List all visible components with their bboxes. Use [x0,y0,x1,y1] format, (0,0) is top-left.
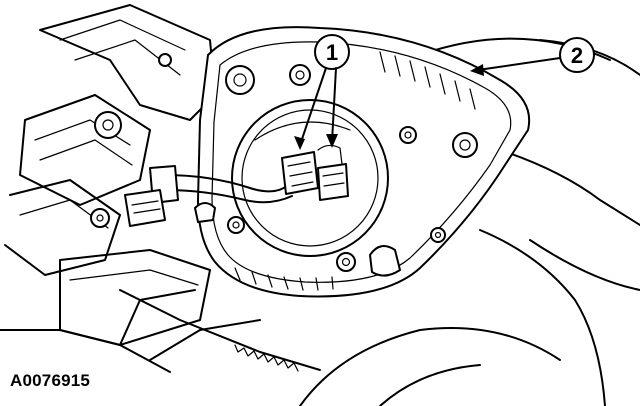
callout-2-label: 2 [571,43,583,68]
figure-code: A0076915 [10,371,91,390]
callout-1: 1 [294,34,350,150]
callout-2: 2 [470,37,595,76]
airbag-connectors [281,144,349,201]
callout-1-label: 1 [326,40,338,65]
mounting-bolts [90,53,172,228]
wiring-harness [124,165,293,227]
steering-column-structure [0,4,261,373]
gear-teeth [234,344,299,372]
